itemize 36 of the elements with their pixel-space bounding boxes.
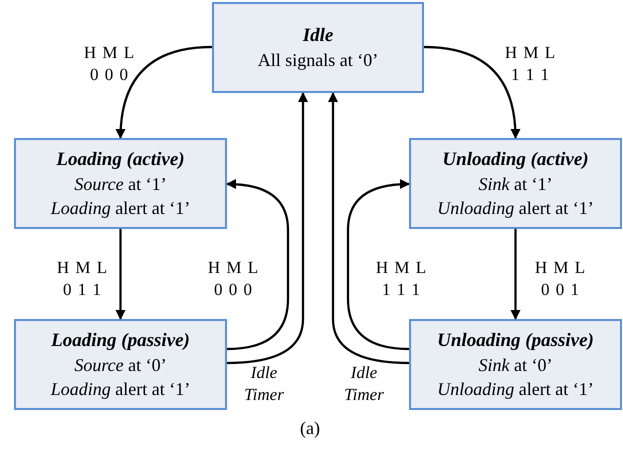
state-box [409, 138, 622, 229]
state-description: All signals at ‘0’ [258, 48, 378, 72]
transition-arrow [226, 92, 308, 364]
state-box [14, 138, 227, 229]
state-description: Unloading alert at ‘1’ [437, 196, 594, 220]
state-name: Unloading (passive) [437, 328, 594, 352]
state-description: Sink at ‘1’ [478, 172, 552, 196]
state-description: Unloading alert at ‘1’ [437, 378, 594, 400]
state-description: Loading alert at ‘1’ [50, 378, 190, 400]
state-description: Loading alert at ‘1’ [50, 196, 190, 220]
edge-label: H M L 1 1 1 [374, 257, 428, 301]
edge-label: H M L 0 1 1 [56, 257, 108, 301]
edge-label: Idle Timer [343, 362, 385, 406]
state-description: Source at ‘1’ [74, 172, 167, 196]
edge-label: H M L 0 0 0 [206, 257, 260, 301]
transition-arrow [226, 179, 290, 350]
edge-label: H M L 0 0 1 [534, 257, 586, 301]
state-name: Loading (passive) [51, 328, 190, 352]
edge-label: H M L 0 0 0 [82, 42, 136, 86]
state-name: Unloading (active) [442, 148, 589, 172]
caption: (a) [300, 418, 320, 439]
state-name: Loading (active) [56, 148, 185, 172]
edge-label: H M L 1 1 1 [504, 42, 556, 86]
state-box [212, 2, 424, 93]
state-description: Source at ‘0’ [74, 354, 167, 376]
transition-arrow [116, 229, 126, 320]
transition-arrow [116, 46, 212, 139]
state-box [14, 319, 227, 410]
state-description: Sink at ‘0’ [478, 354, 552, 376]
transition-arrow [510, 229, 520, 320]
transition-arrow [346, 179, 410, 350]
transition-arrow [328, 92, 410, 364]
state-name: Idle [302, 24, 334, 48]
transition-arrow [424, 46, 520, 139]
state-box [409, 319, 622, 410]
edge-label: Idle Timer [243, 362, 285, 406]
